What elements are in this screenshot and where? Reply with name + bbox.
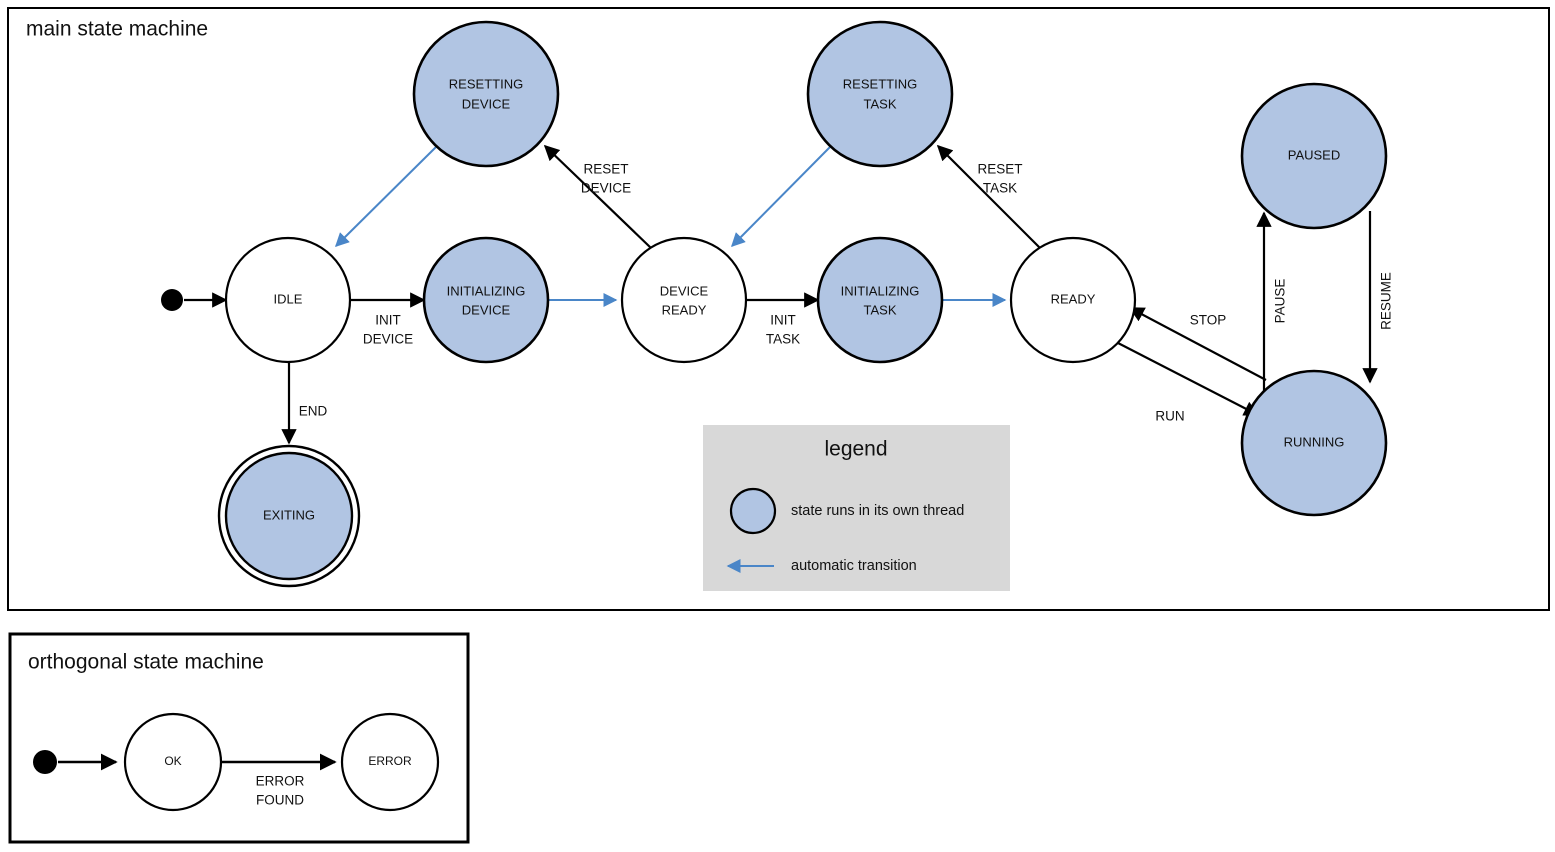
transition-arrow (1117, 342, 1260, 416)
orthogonal-transitions: ERROR FOUND (58, 753, 337, 808)
main-states: IDLE RESETTING DEVICE INITIALIZING DEVIC… (161, 20, 1388, 588)
state-label: TASK (864, 302, 897, 317)
initial-state-marker (33, 750, 57, 774)
state-label: RESETTING (449, 76, 523, 91)
orthogonal-states: OK ERROR (33, 712, 440, 812)
transition-label: FOUND (256, 793, 304, 808)
transition-arrow (731, 146, 831, 247)
transition-arrow (335, 146, 437, 247)
transition-label: DEVICE (581, 181, 631, 196)
transition-arrow (1128, 307, 1267, 381)
state-circle[interactable] (806, 20, 954, 168)
state-ok[interactable]: OK (123, 712, 223, 812)
orthogonal-panel: orthogonal state machine ERROR FOUND OK (8, 632, 470, 844)
transition-label: TASK (983, 181, 1017, 196)
blue-circle-icon (729, 487, 777, 535)
state-label: OK (164, 754, 181, 768)
transition-arrow (543, 144, 652, 249)
state-label: READY (662, 302, 707, 317)
transition-label: DEVICE (363, 332, 413, 347)
transition-label: STOP (1190, 313, 1227, 328)
transition-stop: STOP (1128, 307, 1267, 381)
state-label: IDLE (274, 291, 303, 306)
legend-item-auto-transition: automatic transition (726, 558, 917, 574)
state-label: EXITING (263, 507, 315, 522)
state-circle[interactable] (1009, 236, 1137, 364)
transition-label: RESUME (1379, 272, 1394, 330)
transition-label: END (299, 404, 328, 419)
transition-init-task: INIT TASK (746, 292, 820, 347)
legend-item-thread-state: state runs in its own thread (729, 487, 964, 535)
state-resetting-device[interactable]: RESETTING DEVICE (412, 20, 560, 168)
state-error[interactable]: ERROR (340, 712, 440, 812)
transition-end: END (281, 362, 328, 445)
transition-resume: RESUME (1362, 211, 1394, 384)
state-circle[interactable] (340, 712, 440, 812)
transition-init-device: INIT DEVICE (350, 292, 426, 347)
state-circle[interactable] (123, 712, 223, 812)
transition-label: INIT (375, 313, 401, 328)
legend-item-label: state runs in its own thread (791, 503, 964, 519)
transition-label: ERROR (256, 774, 305, 789)
transition-run: RUN (1117, 342, 1260, 424)
transition-label: TASK (766, 332, 800, 347)
state-circle[interactable] (1240, 82, 1388, 230)
transition-label: INIT (770, 313, 796, 328)
state-label: INITIALIZING (841, 283, 920, 298)
state-device-ready[interactable]: DEVICE READY (620, 236, 748, 364)
state-ready[interactable]: READY (1009, 236, 1137, 364)
state-label: RUNNING (1284, 434, 1345, 449)
state-label: INITIALIZING (447, 283, 526, 298)
state-running[interactable]: RUNNING (1240, 369, 1388, 517)
transition-label: RUN (1155, 409, 1184, 424)
main-panel-title: main state machine (26, 18, 208, 41)
state-label: DEVICE (462, 96, 511, 111)
state-label: TASK (864, 96, 897, 111)
transition-auto-device-ready-2 (731, 146, 831, 247)
state-initializing-task[interactable]: INITIALIZING TASK (816, 236, 944, 364)
state-circle[interactable] (224, 236, 352, 364)
transition-label: PAUSE (1273, 279, 1288, 324)
transition-auto-idle (335, 146, 437, 247)
transition-label: RESET (583, 162, 628, 177)
state-circle[interactable] (422, 236, 550, 364)
state-exiting[interactable]: EXITING (217, 444, 361, 588)
transition-reset-device: RESET DEVICE (543, 144, 652, 249)
state-circle[interactable] (412, 20, 560, 168)
initial-state-marker (161, 289, 183, 311)
state-label: READY (1051, 291, 1096, 306)
transition-pause: PAUSE (1256, 211, 1288, 420)
state-circle[interactable] (224, 451, 354, 581)
state-circle[interactable] (816, 236, 944, 364)
legend: legend state runs in its own thread auto… (703, 425, 1010, 591)
main-transitions: INIT DEVICE END RESET DEVICE (184, 144, 1394, 445)
state-circle[interactable] (1240, 369, 1388, 517)
state-idle[interactable]: IDLE (224, 236, 352, 364)
state-label: ERROR (368, 754, 412, 768)
state-label: DEVICE (660, 283, 709, 298)
transition-reset-task: RESET TASK (936, 144, 1041, 249)
state-label: DEVICE (462, 302, 511, 317)
transition-error-found: ERROR FOUND (221, 753, 337, 808)
state-label: PAUSED (1288, 147, 1341, 162)
state-label: RESETTING (843, 76, 917, 91)
transition-label: RESET (977, 162, 1022, 177)
legend-item-label: automatic transition (791, 558, 917, 574)
state-initializing-device[interactable]: INITIALIZING DEVICE (422, 236, 550, 364)
transition-arrow (936, 144, 1041, 249)
state-circle[interactable] (620, 236, 748, 364)
orthogonal-panel-title: orthogonal state machine (28, 651, 264, 674)
state-paused[interactable]: PAUSED (1240, 82, 1388, 230)
state-resetting-task[interactable]: RESETTING TASK (806, 20, 954, 168)
legend-title: legend (824, 438, 887, 461)
